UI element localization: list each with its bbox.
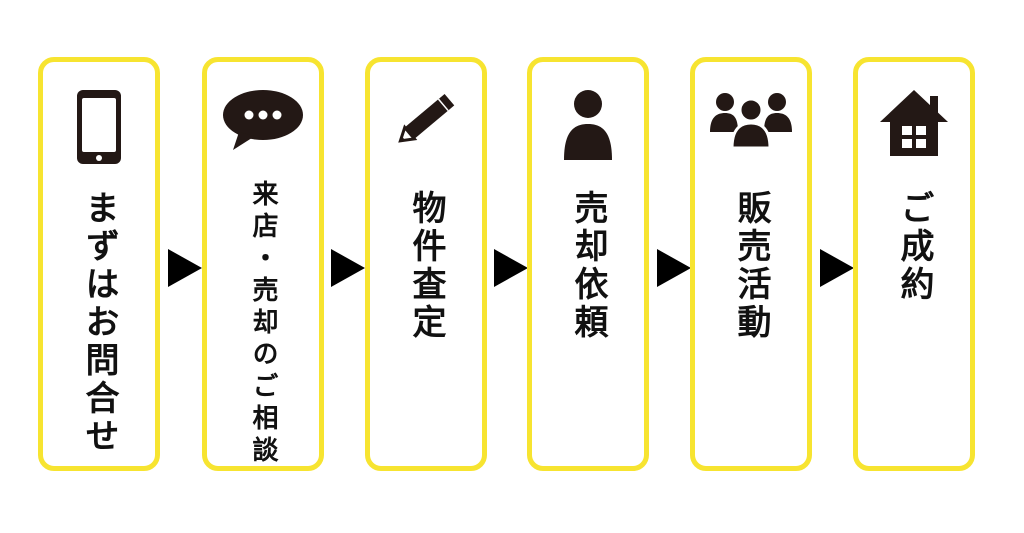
step-label: 物件査定 (406, 190, 446, 342)
arrow-icon (820, 249, 854, 287)
step-marketing: 販売活動 (690, 57, 812, 471)
step-consultation: 来店・売却のご相談 (202, 57, 324, 471)
arrow-icon (657, 249, 691, 287)
step-inquiry: まずはお問合せ (38, 57, 160, 471)
step-contract: ご成約 (853, 57, 975, 471)
step-appraisal: 物件査定 (365, 57, 487, 471)
arrow-icon (168, 249, 202, 287)
arrow-icon (494, 249, 528, 287)
person-icon (564, 90, 612, 160)
step-label: 売却依頼 (568, 190, 608, 342)
smartphone-icon (77, 90, 121, 164)
chat-bubble-icon (223, 90, 303, 150)
step-label: 販売活動 (731, 190, 771, 342)
arrow-icon (331, 249, 365, 287)
step-label: 来店・売却のご相談 (248, 180, 278, 468)
step-label: ご成約 (894, 190, 934, 304)
step-label: まずはお問合せ (79, 190, 119, 456)
house-icon (880, 90, 948, 156)
pencil-icon (398, 93, 455, 143)
group-icon (710, 93, 792, 150)
step-sale-request: 売却依頼 (527, 57, 649, 471)
